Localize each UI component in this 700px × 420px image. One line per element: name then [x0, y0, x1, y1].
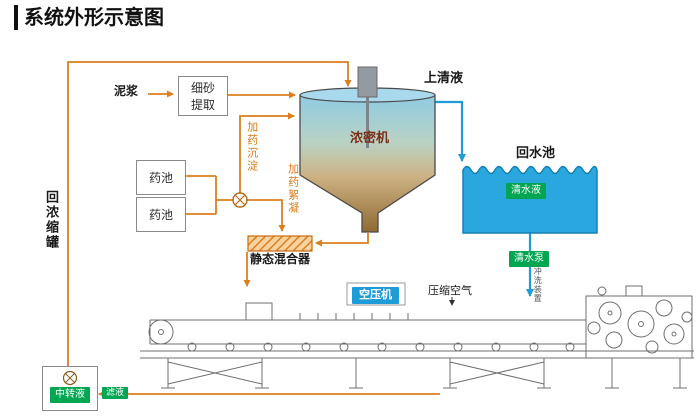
static-mixer-body	[247, 235, 313, 252]
chemical-pool-top-label: 药池	[148, 171, 173, 185]
pipe-supernatant-to-pool	[433, 100, 466, 162]
sand-extraction-label: 细砂提取	[190, 81, 215, 112]
dosing-flocculation-label: 加药絮凝	[286, 163, 300, 215]
belt-filter-press-drawing	[140, 285, 694, 389]
stirrer-motor	[357, 66, 378, 98]
transfer-tank-box: 中转液	[42, 366, 98, 411]
sand-extraction-box: 细砂提取	[178, 76, 228, 116]
transfer-pump-icon	[62, 370, 78, 386]
belt-rollers	[187, 342, 575, 352]
clear-water-pump-badge: 清水泵	[509, 251, 549, 267]
supernatant-label: 上清液	[424, 71, 464, 86]
clear-water-badge: 清水液	[506, 183, 546, 199]
orange-flow-pipes	[67, 61, 440, 398]
pipe-thickener-to-mixer	[315, 233, 369, 247]
machine-legs	[161, 358, 687, 389]
chemical-pool-bottom-label: 药池	[148, 208, 173, 222]
dosing-sedimentation-label: 加药沉淀	[245, 121, 259, 173]
return-pool-label: 回水池	[516, 146, 556, 161]
transfer-liquid-badge: 中转液	[50, 387, 90, 403]
thickener-label: 浓密机	[350, 131, 390, 146]
pipe-dosing-sedimentation	[239, 112, 295, 193]
pipe-dosing-flocculation	[247, 199, 286, 232]
flushing-device-label: 冲洗装置	[533, 267, 543, 303]
pipe-chem-manifold	[184, 175, 233, 215]
page-title: 系统外形示意图	[14, 5, 164, 30]
static-mixer-label: 静态混合器	[250, 252, 311, 266]
thickener-tank	[299, 66, 436, 233]
press-roller-stack	[587, 299, 693, 354]
compressed-air-label: 压缩空气	[428, 284, 472, 297]
chemical-pool-box-bottom: 药池	[136, 197, 186, 232]
chemical-pool-box-top: 药池	[136, 160, 186, 195]
air-compressor-badge: 空压机	[352, 287, 399, 304]
return-concentrate-tank-label: 回浓缩罐	[42, 190, 58, 250]
filtrate-badge: 滤液	[102, 387, 129, 400]
return-water-pool	[462, 165, 598, 234]
pipe-return-to-thickener	[67, 61, 352, 366]
slurry-label: 泥浆	[114, 84, 139, 98]
dosing-pump-icon	[232, 192, 248, 208]
